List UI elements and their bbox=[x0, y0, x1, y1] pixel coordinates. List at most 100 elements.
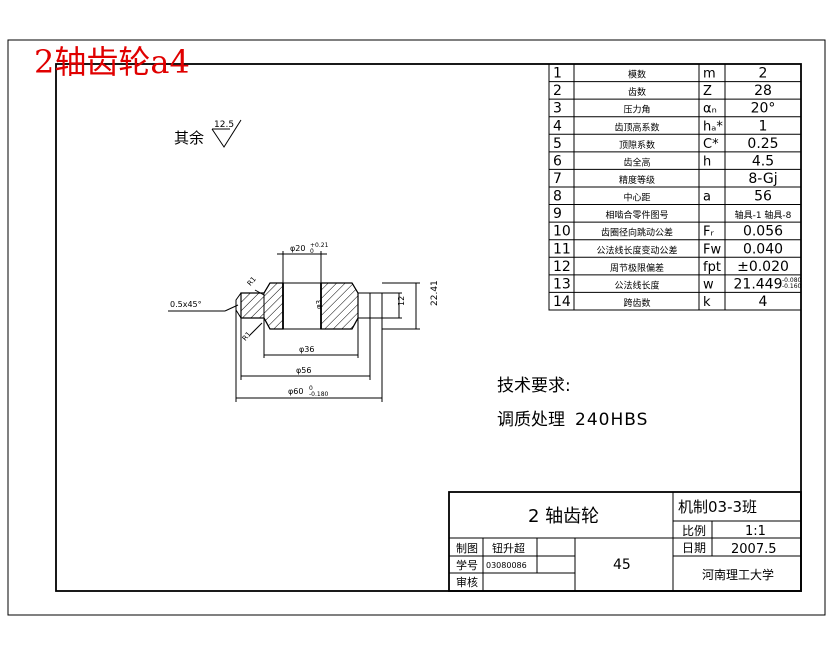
row-symbol: hₐ* bbox=[703, 119, 723, 134]
row-symbol: αₙ bbox=[703, 102, 717, 117]
row-value: 20° bbox=[751, 101, 776, 117]
drawn-value: 钮升超 bbox=[492, 541, 525, 555]
row-param-name: 齿全高 bbox=[623, 156, 650, 168]
table-row: 1 模数 m 2 bbox=[553, 66, 767, 82]
row-number: 7 bbox=[553, 171, 562, 187]
bore-dia-label: φ20 bbox=[290, 244, 305, 253]
center-mark: φ3 bbox=[315, 300, 323, 309]
row-symbol: k bbox=[703, 295, 711, 310]
school-name: 河南理工大学 bbox=[702, 567, 774, 582]
table-row: 4 齿顶高系数 hₐ* 1 bbox=[553, 118, 767, 134]
row-value: 28 bbox=[754, 83, 772, 99]
hub-dia-label: φ36 bbox=[299, 345, 314, 354]
technical-requirements: 技术要求: 调质处理 240HBS bbox=[497, 376, 648, 430]
roughness-value: 12.5 bbox=[214, 120, 234, 130]
roughness-symbol: 其余 12.5 bbox=[174, 119, 242, 148]
row-symbol: h bbox=[703, 154, 711, 169]
row-number: 12 bbox=[553, 259, 571, 275]
row-value: 4.5 bbox=[752, 153, 774, 169]
row-number: 13 bbox=[553, 276, 571, 292]
row-number: 8 bbox=[553, 189, 562, 205]
row-param-name: 压力角 bbox=[623, 104, 650, 116]
row-param-name: 中心距 bbox=[623, 192, 650, 204]
row-symbol: Z bbox=[703, 84, 712, 99]
row-value: 21.449 bbox=[734, 276, 783, 292]
row-param-name: 齿圈径向跳动公差 bbox=[601, 227, 673, 239]
student-no-value: 03080086 bbox=[486, 561, 527, 570]
outer-tol-upper: 0 bbox=[309, 385, 313, 392]
row-param-name: 顶隙系数 bbox=[619, 139, 655, 151]
outer-frame bbox=[7, 39, 826, 616]
width-dim: 22.41 bbox=[430, 280, 440, 306]
title-block: 2 轴齿轮 机制03-3班 比例 1:1 日期 2007.5 河南理工大学 制图… bbox=[448, 491, 802, 592]
overlay-title: 2轴齿轮a4 bbox=[34, 43, 190, 81]
row-value: 0.25 bbox=[747, 136, 778, 152]
hub-width-dim: 12 bbox=[397, 296, 406, 306]
row-symbol: Fᵣ bbox=[703, 225, 714, 240]
table-row: 2 齿数 Z 28 bbox=[553, 83, 772, 99]
gear-section-view: φ3 φ20 +0.21 0 R1 R1 0.5x45° 22.41 12 φ3… bbox=[168, 242, 440, 402]
dia-56-label: φ56 bbox=[296, 366, 311, 375]
scale-value: 1:1 bbox=[745, 524, 766, 539]
table-row: 8 中心距 a 56 bbox=[553, 189, 772, 205]
row-symbol: C* bbox=[703, 137, 719, 152]
tech-req-line1-value: 240HBS bbox=[575, 410, 648, 430]
row-value: 2 bbox=[759, 66, 768, 82]
row-symbol: fpt bbox=[703, 260, 721, 275]
student-no-label: 学号 bbox=[456, 558, 478, 572]
row-param-name: 跨齿数 bbox=[623, 297, 650, 309]
row-param-name: 模数 bbox=[628, 69, 646, 81]
row-value: 8-Gj bbox=[748, 171, 777, 187]
inner-border bbox=[55, 63, 802, 592]
row-number: 2 bbox=[553, 83, 562, 99]
row-value: 4 bbox=[759, 294, 768, 310]
row-value-tol-upper: -0.080 bbox=[782, 277, 802, 284]
row-number: 3 bbox=[553, 101, 562, 117]
row-param-name: 齿顶高系数 bbox=[614, 121, 659, 133]
row-number: 6 bbox=[553, 153, 562, 169]
chamfer-label: 0.5x45° bbox=[170, 300, 202, 309]
row-value: 1 bbox=[759, 118, 768, 134]
drawn-label: 制图 bbox=[456, 542, 478, 555]
row-param-name: 公法线长度变动公差 bbox=[596, 244, 677, 256]
row-param-name: 齿数 bbox=[628, 86, 646, 98]
row-value: 56 bbox=[754, 189, 772, 205]
row-value: 轴具-1 轴具-8 bbox=[735, 209, 792, 221]
material-value: 45 bbox=[613, 557, 631, 573]
row-symbol: a bbox=[703, 190, 711, 205]
row-number: 4 bbox=[553, 118, 562, 134]
row-param-name: 周节极限偏差 bbox=[610, 262, 664, 274]
date-label: 日期 bbox=[682, 541, 706, 555]
row-number: 11 bbox=[553, 241, 571, 257]
reviewer-label: 审核 bbox=[456, 575, 478, 589]
outer-tol-lower: -0.180 bbox=[309, 391, 329, 398]
bore-tol-upper: +0.21 bbox=[310, 242, 329, 249]
table-row: 3 压力角 αₙ 20° bbox=[553, 101, 775, 117]
table-row: 6 齿全高 h 4.5 bbox=[553, 153, 774, 169]
roughness-label: 其余 bbox=[174, 129, 204, 147]
row-number: 10 bbox=[553, 224, 571, 240]
tech-req-line1-label: 调质处理 bbox=[497, 410, 565, 430]
scale-label: 比例 bbox=[682, 524, 706, 538]
row-value-tol-lower: -0.160 bbox=[782, 283, 802, 290]
row-symbol: w bbox=[703, 277, 714, 292]
fillet-top-label: R1 bbox=[246, 275, 258, 287]
row-value: 0.040 bbox=[743, 241, 783, 257]
part-name: 2 轴齿轮 bbox=[528, 506, 599, 527]
row-value: 0.056 bbox=[743, 224, 783, 240]
row-param-name: 相啮合零件图号 bbox=[605, 209, 668, 221]
row-param-name: 精度等级 bbox=[619, 174, 655, 186]
table-row: 10 齿圈径向跳动公差 Fᵣ 0.056 bbox=[553, 224, 783, 240]
bore-tol-lower: 0 bbox=[310, 248, 314, 255]
row-number: 1 bbox=[553, 66, 562, 82]
row-symbol: m bbox=[703, 67, 716, 82]
class-label: 机制03-3班 bbox=[678, 498, 757, 516]
table-row: 7 精度等级 8-Gj bbox=[553, 171, 778, 187]
row-symbol: Fw bbox=[703, 242, 721, 257]
